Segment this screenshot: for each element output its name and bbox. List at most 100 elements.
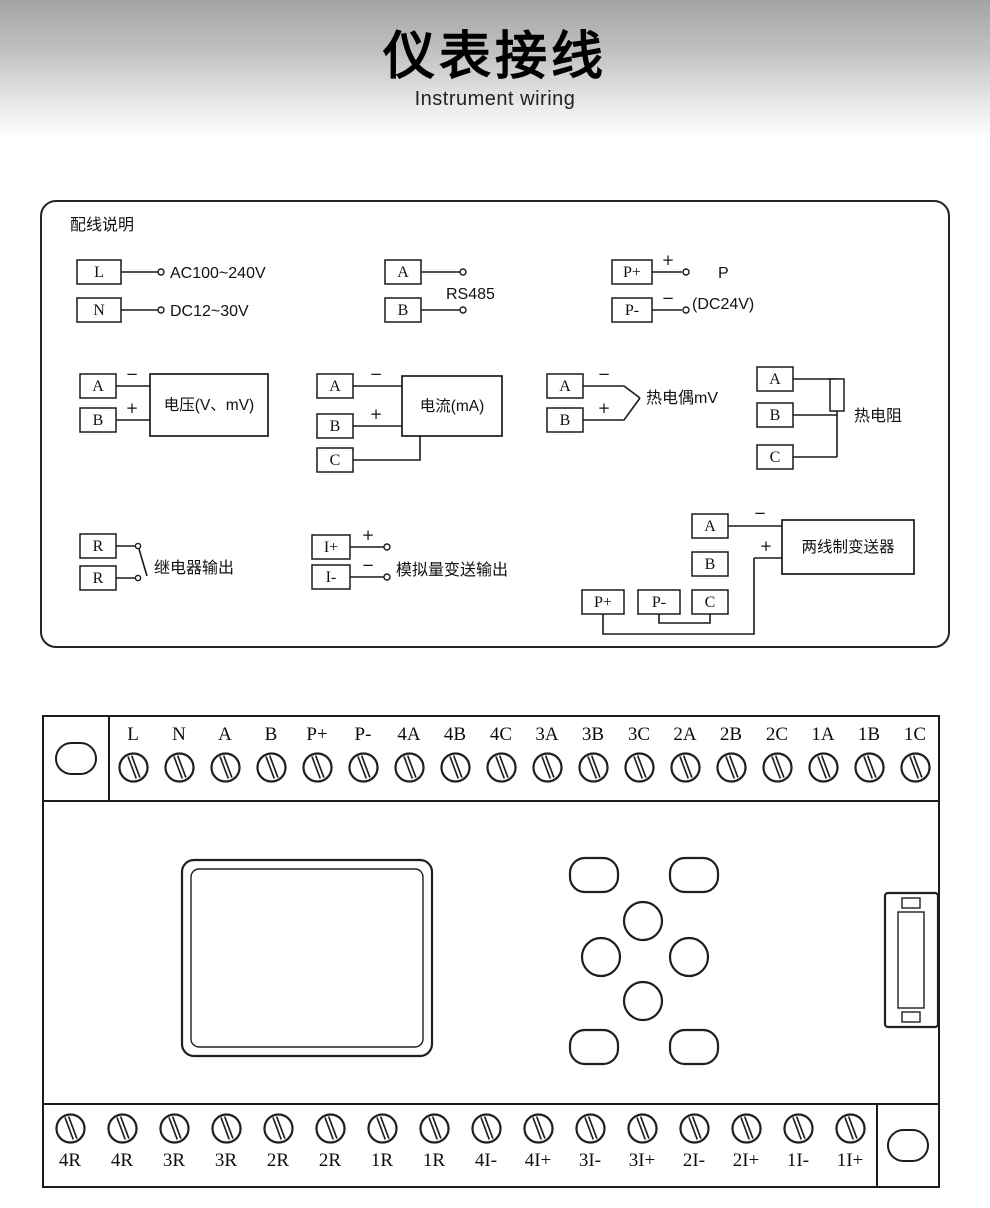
bottom-terminal-row: 4R 4R 3R (44, 1105, 876, 1186)
screw-terminal-icon (899, 752, 931, 783)
polarity-sign: + (760, 537, 773, 555)
screw-terminal-icon (678, 1113, 710, 1144)
terminal-label: R (93, 538, 104, 555)
terminal-label: B (770, 407, 781, 424)
screw-terminal-icon (54, 1113, 86, 1144)
polarity-sign: + (126, 399, 139, 417)
screw-terminal-icon (314, 1113, 346, 1144)
screw-terminal-icon (393, 752, 425, 783)
screw-terminal-icon (439, 752, 471, 783)
wire-end-dot (157, 306, 165, 314)
supply-label: AC100~240V (170, 265, 266, 282)
wire (353, 436, 421, 461)
terminal-label: I+ (324, 539, 338, 556)
terminal-cell: 1A (800, 717, 846, 800)
terminal-cell: 3R (148, 1105, 200, 1186)
terminal-label: C (770, 449, 781, 466)
wire-end-dot (383, 543, 391, 551)
terminal-label: P- (354, 724, 372, 745)
wire-end-dot (459, 306, 467, 314)
wire (658, 614, 711, 624)
output-label: 模拟量变送输出 (396, 561, 508, 579)
terminal-cell: P+ (294, 717, 340, 800)
screw-terminal-icon (347, 752, 379, 783)
terminal-label: N (172, 724, 186, 745)
function-key-bottom-right (668, 1028, 720, 1066)
wire-end-dot (682, 306, 690, 314)
terminal-label: 1C (903, 724, 927, 745)
thermocouple-junction-icon (583, 397, 641, 421)
screw-terminal-icon (418, 1113, 450, 1144)
mounting-slot-left (44, 717, 110, 800)
terminal-cell: 2I+ (720, 1105, 772, 1186)
analog-output-group: I+ I- + − 模拟量变送输出 (311, 526, 508, 590)
screw-terminal-icon (577, 752, 609, 783)
relay-output-group: R R 继电器输出 (79, 533, 234, 591)
polarity-sign: − (662, 289, 675, 307)
terminal-label: A (92, 378, 104, 395)
terminal-cell: 2R (304, 1105, 356, 1186)
terminal-label: 2I- (682, 1150, 706, 1171)
screw-terminal-icon (853, 752, 885, 783)
terminal-cell: 4I- (460, 1105, 512, 1186)
header-banner: 仪表接线 Instrument wiring (0, 0, 990, 140)
nav-key-right (668, 936, 710, 978)
terminal-box (637, 589, 681, 615)
device-label: 两线制变送器 (801, 538, 895, 556)
sensor-power-group: P+ + P- − P (DC24V) (611, 251, 754, 323)
wire (602, 558, 755, 635)
terminal-label: 3A (535, 724, 559, 745)
screw-terminal-icon (163, 752, 195, 783)
terminal-cell: 3R (200, 1105, 252, 1186)
polarity-sign: + (662, 251, 675, 269)
terminal-box (691, 513, 729, 539)
terminal-block: L N A (42, 715, 940, 1188)
bus-label: RS485 (446, 286, 495, 303)
device-label: 电流(mA) (420, 397, 485, 415)
terminal-label: 4I- (474, 1150, 498, 1171)
terminal-cell: 3B (570, 717, 616, 800)
terminal-cell: 2B (708, 717, 754, 800)
sensor-label: 热电阻 (854, 407, 902, 425)
rs485-group: A B RS485 (384, 259, 495, 323)
output-label: 继电器输出 (154, 559, 234, 577)
function-key-top-right (668, 856, 720, 894)
terminal-label: B (705, 556, 716, 573)
terminal-cell: 2C (754, 717, 800, 800)
terminal-label: 4I+ (524, 1150, 552, 1171)
terminal-label: A (769, 371, 781, 388)
terminal-label: 4A (397, 724, 421, 745)
mains-power-group: L AC100~240V N DC12~30V (76, 259, 266, 323)
terminal-label: 2R (266, 1150, 290, 1171)
terminal-label: L (127, 724, 139, 745)
terminal-cell: P- (340, 717, 386, 800)
terminal-cell: 1I+ (824, 1105, 876, 1186)
terminal-cell: 1C (892, 717, 938, 800)
display-window (180, 858, 434, 1058)
screw-terminal-icon (761, 752, 793, 783)
terminal-box (79, 565, 117, 591)
screw-terminal-icon (834, 1113, 866, 1144)
terminal-cell: 1R (356, 1105, 408, 1186)
terminal-label: P- (625, 302, 639, 319)
terminal-cell: 3A (524, 717, 570, 800)
screw-terminal-icon (782, 1113, 814, 1144)
terminal-label: I- (326, 569, 337, 586)
terminal-label: 3B (581, 724, 605, 745)
wire-end-dot (157, 268, 165, 276)
terminal-label: 1B (857, 724, 881, 745)
wire-end-dot (459, 268, 467, 276)
nav-key-up (622, 900, 664, 942)
terminal-label: R (93, 570, 104, 587)
polarity-sign: − (754, 504, 767, 522)
terminal-label: 3R (162, 1150, 186, 1171)
connector-tab-bottom (901, 1011, 921, 1023)
terminal-cell: 2A (662, 717, 708, 800)
terminal-label: P+ (594, 594, 612, 611)
terminal-label: B (330, 418, 341, 435)
terminal-cell: L (110, 717, 156, 800)
terminal-label: B (398, 302, 409, 319)
terminal-label: 3C (627, 724, 651, 745)
wire-end-dot (383, 573, 391, 581)
